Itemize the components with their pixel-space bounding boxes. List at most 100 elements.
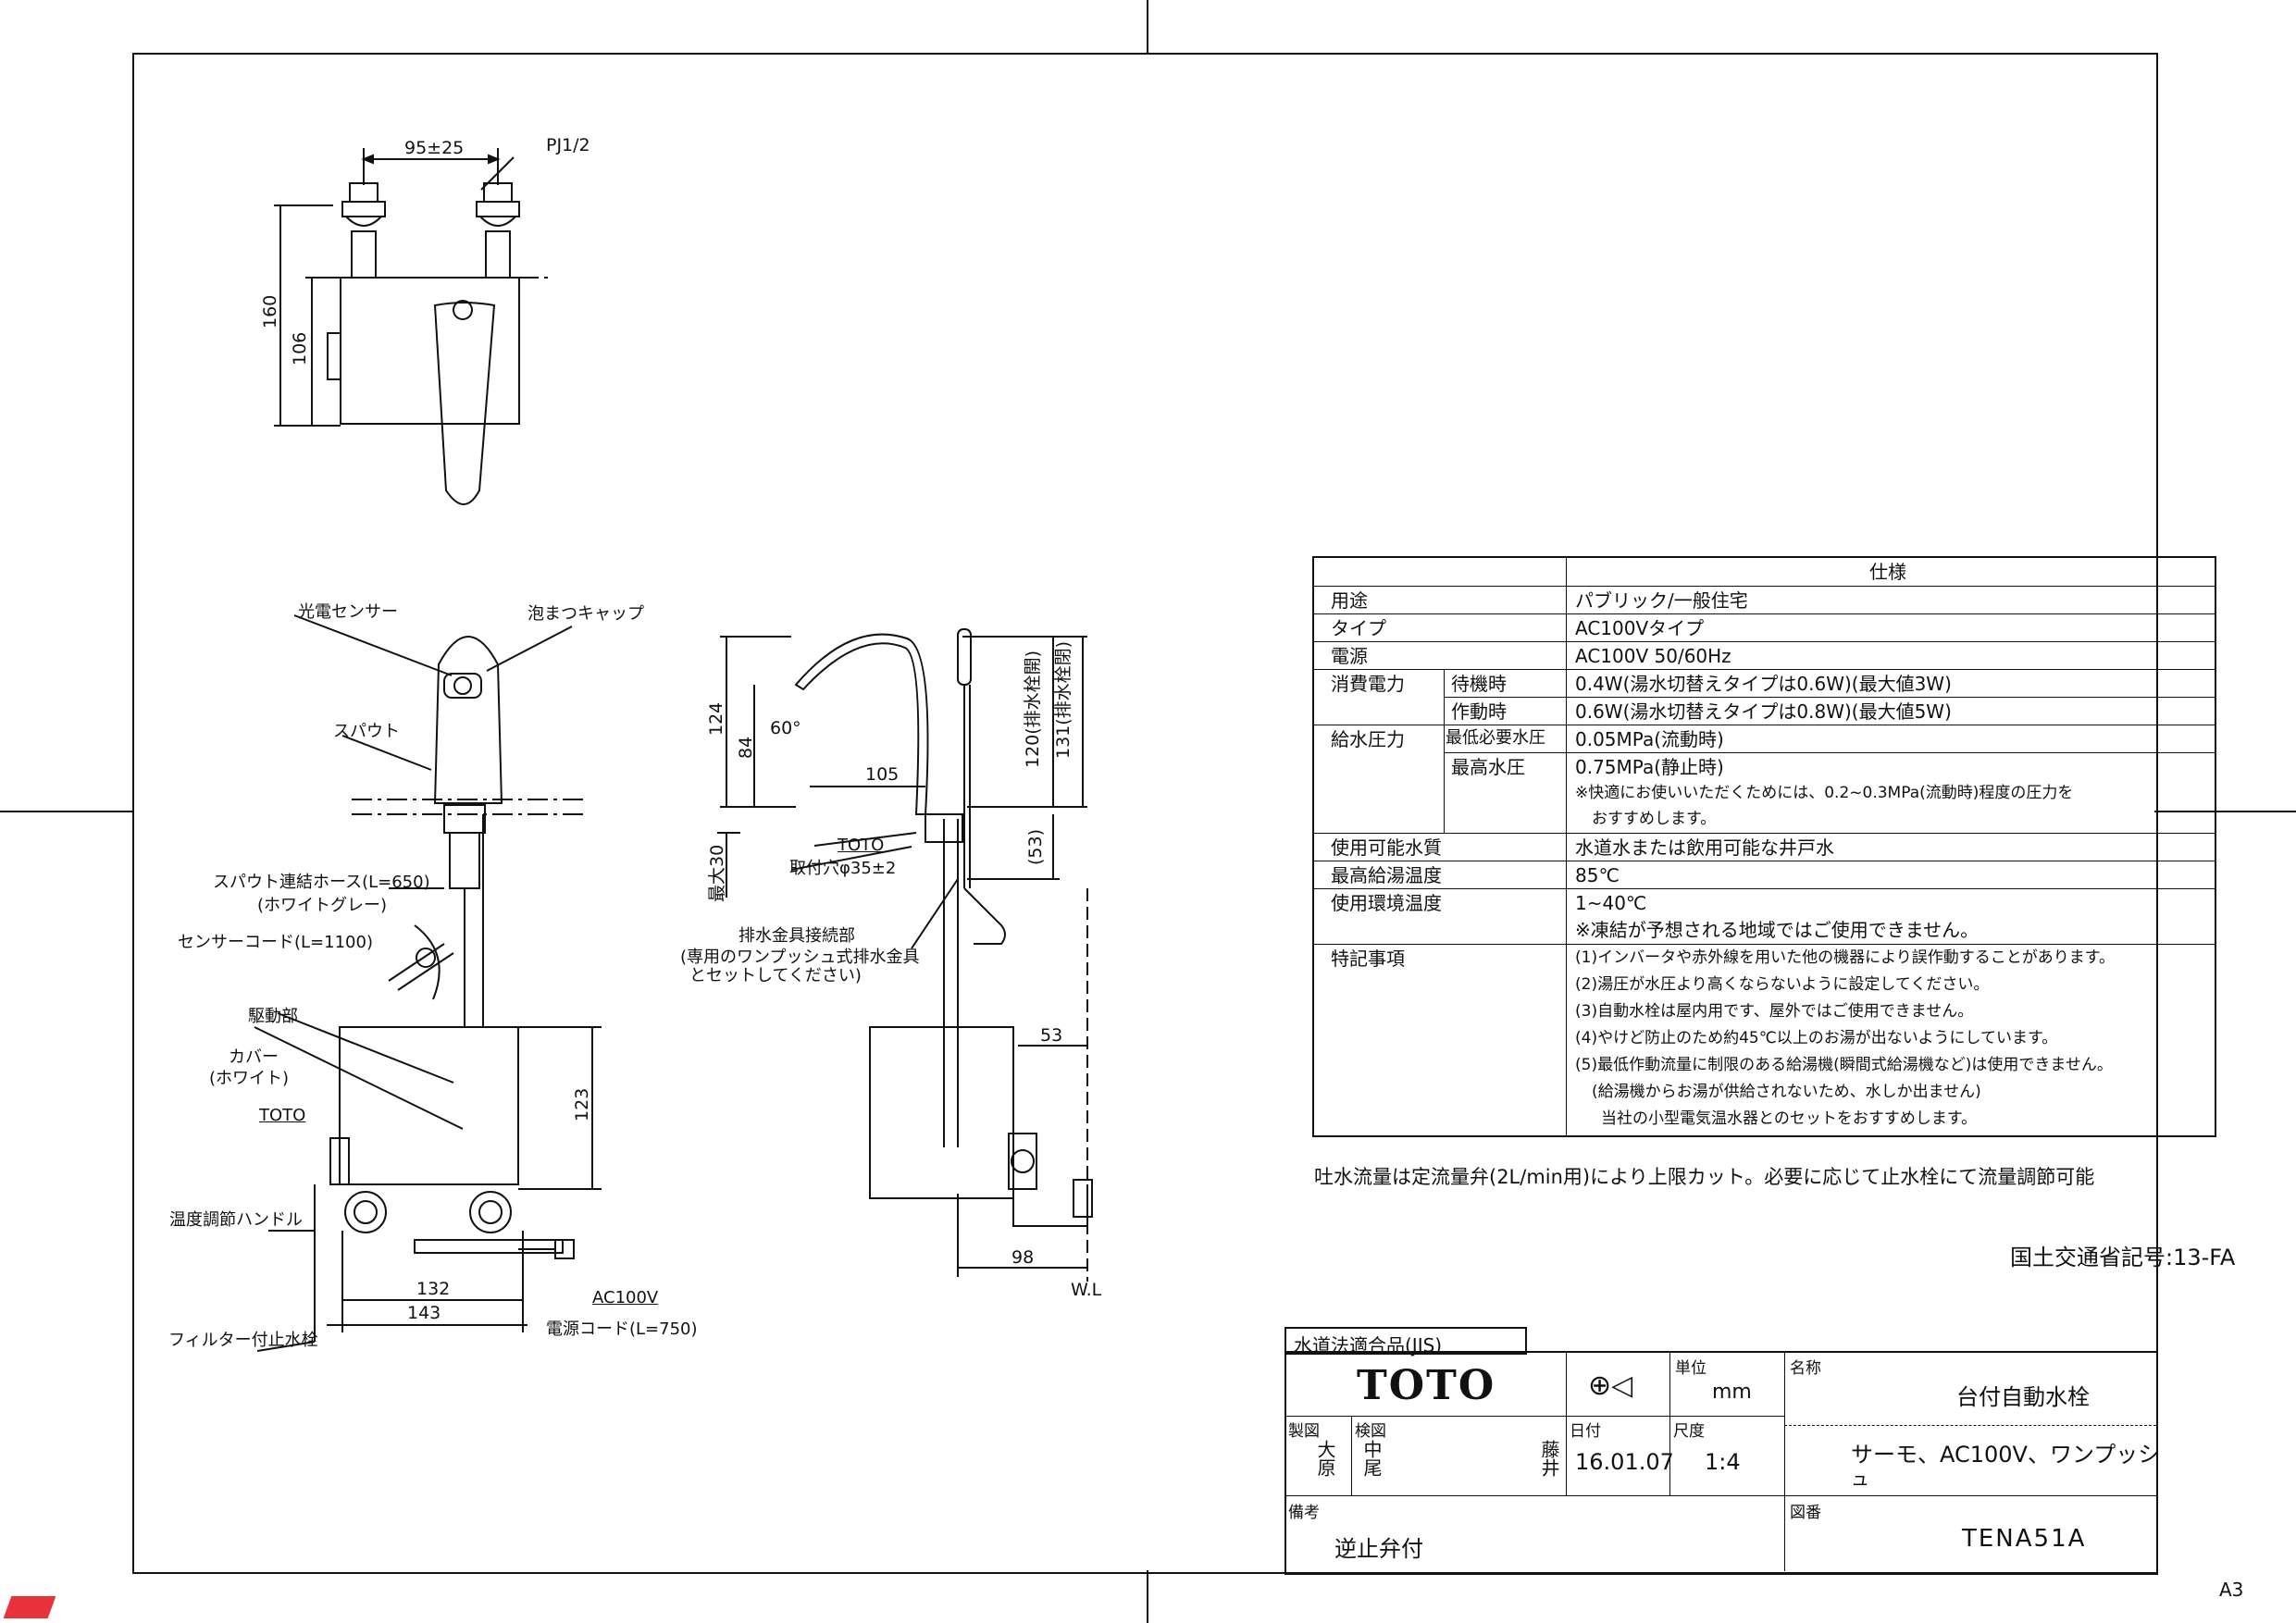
spec-table: 仕様 用途 パブリック/一般住宅 タイプ AC100Vタイプ 電源 AC100V… [1312,556,2216,1137]
spec-row-12-value: ※凍結が予想される地域ではご使用できません。 [1575,919,1980,941]
spec-row-13-value: (1)インバータや赤外線を用いた他の機器により誤作動することがあります。 [1575,948,2116,967]
dim-124: 124 [706,701,726,736]
brand-logo: TOTO [1357,1362,1496,1409]
label-drain-note-2: とセットしてください) [689,966,862,985]
label-wl: W.L [1071,1280,1102,1300]
spec-row-6-value: 0.75MPa(静止時) [1575,756,1724,778]
crop-mark-right [2154,811,2296,812]
dim-105: 105 [865,764,900,785]
spec-row-19-value: 当社の小型電気温水器とのセットをおすすめします。 [1601,1109,1978,1128]
scale-label: 尺度 [1673,1422,1705,1441]
spec-row-1-value: AC100Vタイプ [1575,617,1705,639]
dim-143: 143 [407,1303,441,1323]
spec-row-1-label: タイプ [1331,617,1386,639]
label-cover: カバー [229,1047,279,1067]
subtitle-2: ュ [1851,1468,1869,1490]
dim-angle: 60° [770,718,801,738]
dim-132: 132 [416,1279,451,1299]
label-hose-color: (ホワイトグレー) [257,896,388,915]
crop-mark-top [1147,0,1148,53]
label-spout: スパウト [333,722,400,741]
crop-mark-left [0,811,132,812]
spec-header: 仕様 [1869,561,1906,583]
top-dim-height-total: 160 [260,294,280,328]
spec-row-6-sub: 最高水圧 [1451,756,1525,778]
spec-row-16-value: (4)やけど防止のため約45℃以上のお湯が出ないようにしています。 [1575,1029,2058,1047]
name-value: 台付自動水栓 [1956,1384,2090,1410]
spec-row-4-sub: 作動時 [1451,700,1507,723]
crop-mark-bottom [1147,1570,1148,1623]
spec-row-5-value: 0.05MPa(流動時) [1575,728,1724,750]
top-view-drawing [274,148,551,505]
dim-131: 131(排水栓閉) [1053,640,1074,759]
spec-row-8-value: おすすめします。 [1592,810,1717,828]
sheet-size: A3 [2219,1579,2244,1601]
top-dim-height-body: 106 [290,331,310,365]
spec-row-4-value: 0.6W(湯水切替えタイプは0.8W)(最大値5W) [1575,700,1952,723]
spec-row-13-label: 特記事項 [1331,948,1405,970]
jis-badge: 水道法適合品(JIS) [1285,1327,1527,1357]
drawing-no-value: TENA51A [1962,1525,2087,1553]
name-label: 名称 [1790,1359,1821,1378]
spec-row-0-label: 用途 [1331,589,1368,612]
side-view-drawing [717,628,1093,1282]
spec-row-0-value: パブリック/一般住宅 [1575,589,1748,612]
dim-max30: 最大30 [707,844,727,902]
scale-value: 1:4 [1705,1449,1741,1475]
label-aerator: 泡まつキャップ [527,604,644,624]
spec-row-18-value: (給湯機からお湯が供給されないため、水しか出ません) [1592,1083,1981,1101]
front-view-drawing [254,614,602,1352]
spec-row-15-value: (3)自動水栓は屋内用です、屋外ではご使用できません。 [1575,1002,1974,1021]
label-hose: スパウト連結ホース(L=650) [213,873,430,892]
flow-note: 吐水流量は定流量弁(2L/min用)により上限カット。必要に応じて止水栓にて流量… [1314,1166,2095,1188]
remarks-value: 逆止弁付 [1334,1536,1423,1562]
top-dim-width: 95±25 [404,138,465,158]
corner-logo-mark [3,1596,56,1618]
checked-value-1: 中尾 [1360,1440,1383,1477]
spec-row-3-label: 消費電力 [1331,673,1405,695]
date-value: 16.01.07 [1575,1449,1674,1475]
unit-label: 単位 [1675,1359,1706,1378]
spec-row-2-label: 電源 [1331,645,1368,667]
label-ac: AC100V [592,1288,659,1307]
label-drain-conn: 排水金具接続部 [738,926,855,946]
spec-row-10-value: 85℃ [1575,864,1620,886]
mlit-code: 国土交通省記号:13-FA [2010,1245,2236,1270]
label-maker-side: TOTO [838,836,885,855]
spec-row-10-label: 最高給湯温度 [1331,864,1442,886]
date-label: 日付 [1570,1422,1601,1441]
dim-120: 120(排水栓開) [1023,650,1043,768]
label-sensor-cord: センサーコード(L=1100) [178,933,373,952]
spec-row-5-label: 給水圧力 [1331,728,1405,750]
spec-row-3-sub: 待機時 [1451,673,1507,695]
label-sensor: 光電センサー [298,602,398,622]
dim-84: 84 [736,736,756,759]
label-filter-valve: フィルター付止水栓 [168,1331,318,1350]
top-pipe-thread: PJ1/2 [546,135,590,155]
remarks-label: 備考 [1288,1504,1320,1522]
title-block: TOTO ⊕◁ 単位 mm 名称 台付自動水栓 サーモ、AC100V、ワンプッシ… [1285,1351,2161,1575]
spec-row-7-value: ※快適にお使いいただくためには、0.2~0.3MPa(流動時)程度の圧力を [1575,784,2074,802]
dim-98: 98 [1011,1247,1035,1268]
spec-row-11-value: 1~40℃ [1575,892,1647,914]
spec-row-2-value: AC100V 50/60Hz [1575,645,1731,667]
drawing-no-label: 図番 [1790,1504,1821,1522]
dim-53: 53 [1040,1025,1063,1046]
subtitle: サーモ、AC100V、ワンプッシ [1851,1442,2161,1468]
checked-value-2: 藤井 [1538,1440,1560,1477]
dim-53-paren: (53) [1025,828,1046,865]
drawing-frame [132,53,2158,1574]
jis-label: 水道法適合品(JIS) [1294,1334,1443,1357]
spec-row-11-label: 使用環境温度 [1331,892,1442,914]
drawn-label: 製図 [1288,1422,1320,1441]
spec-row-14-value: (2)湯圧が水圧より高くならないように設定してください。 [1575,975,1990,994]
checked-label: 検図 [1355,1422,1386,1441]
unit-value: mm [1712,1381,1752,1404]
spec-row-9-value: 水道水または飲用可能な井戸水 [1575,836,1834,859]
projection-symbol: ⊕◁ [1588,1369,1633,1402]
label-mount-hole: 取付穴φ35±2 [789,859,897,878]
spec-row-5-sub: 最低必要水圧 [1446,728,1545,748]
label-power-cord: 電源コード(L=750) [546,1319,698,1339]
drawn-value: 大原 [1314,1440,1336,1477]
